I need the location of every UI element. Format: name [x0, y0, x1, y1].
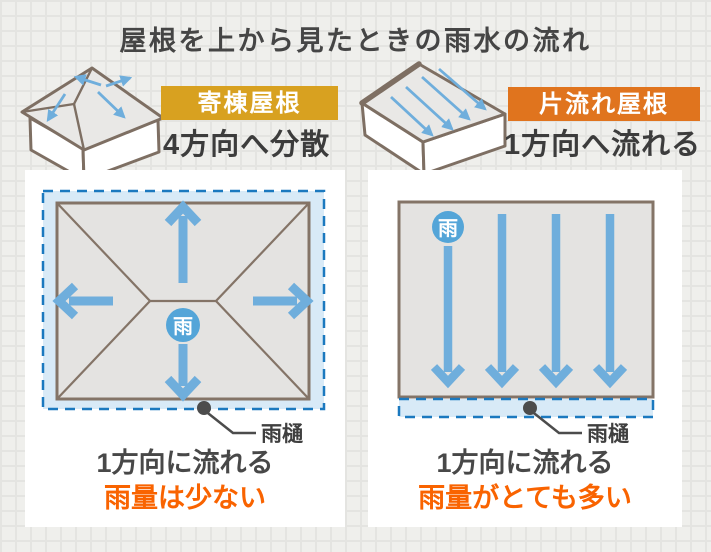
caption-flow: 1方向に流れる — [96, 448, 274, 478]
gutter-leader-line — [529, 409, 582, 435]
hip-roof-panel: 雨 雨樋 1方向に流れる 雨量は少ない — [25, 170, 345, 527]
shed-roof-subtitle: 1方向へ流れる — [504, 129, 702, 161]
caption-flow: 1方向に流れる — [436, 448, 614, 478]
hip-roof-subtitle: 4方向へ分散 — [163, 129, 331, 161]
hip-roof-caption: 1方向に流れる 雨量は少ない — [25, 446, 345, 516]
flow-arrow-down-icon — [164, 344, 202, 402]
hip-roof-ridge-lines — [20, 66, 94, 152]
hip-roof-plan-diagram: 雨 雨樋 — [41, 189, 326, 446]
flow-arrow-left-icon — [52, 282, 113, 320]
shed-roof-3d-illustration — [359, 61, 507, 176]
roof-type-badge-hip: 寄棟屋根 — [161, 86, 338, 120]
rain-label: 雨 — [173, 316, 193, 338]
gutter-leader-line — [203, 409, 256, 435]
flow-arrow-down-icon — [484, 214, 520, 389]
shed-roof-panel: 雨 雨樋 1方向に流れる 雨量がとても多い — [368, 170, 682, 527]
caption-rain-amount: 雨量は少ない — [104, 483, 266, 513]
rain-label: 雨 — [438, 218, 458, 240]
rain-circle-icon — [166, 308, 200, 342]
flow-arrow-down-icon — [538, 214, 574, 389]
shed-roof-caption: 1方向に流れる 雨量がとても多い — [368, 446, 682, 516]
roof-type-badge-shed: 片流れ屋根 — [508, 87, 700, 121]
caption-rain-amount: 雨量がとても多い — [418, 483, 632, 513]
flow-arrow-up-icon — [164, 200, 202, 283]
hip-ridge-lines — [56, 202, 310, 400]
page-title: 屋根を上から見たときの雨水の流れ — [119, 26, 592, 56]
rain-circle-icon — [432, 211, 464, 243]
flow-arrow-down-icon — [592, 214, 628, 389]
shed-roof-high-edge — [359, 61, 422, 106]
gutter-label: 雨樋 — [587, 422, 630, 446]
hip-roof-flow-arrows-icon — [46, 74, 133, 122]
shed-roof-plan-diagram: 雨 雨樋 — [397, 200, 655, 446]
shed-roof-flow-arrows-icon — [390, 67, 487, 137]
flow-arrow-right-icon — [253, 282, 314, 320]
flow-arrow-down-icon — [430, 246, 466, 389]
gutter-label: 雨樋 — [261, 422, 304, 446]
